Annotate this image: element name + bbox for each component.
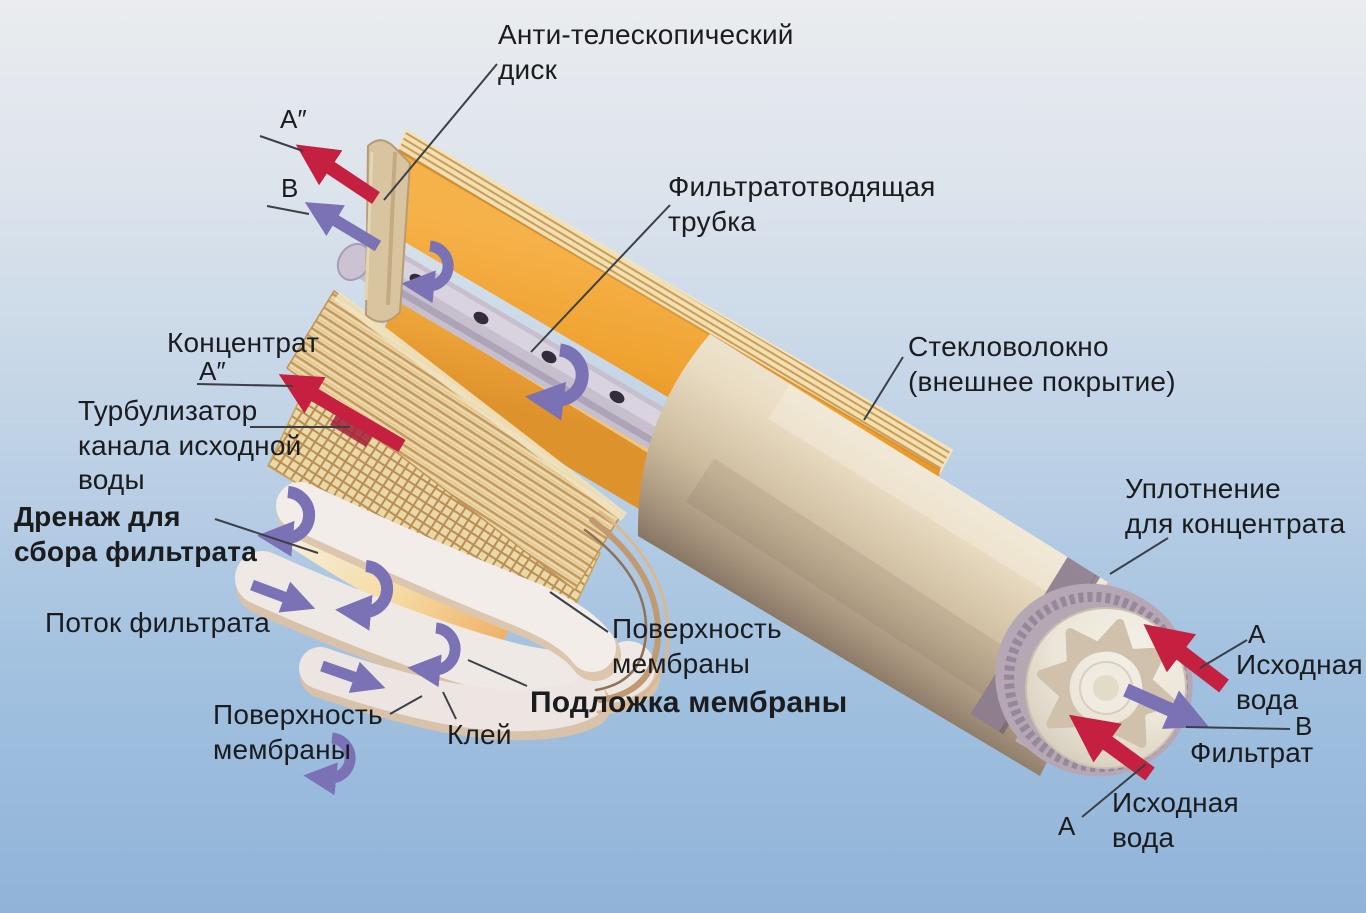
leader-fiberglass (863, 356, 904, 421)
leader-glue (442, 691, 457, 720)
leader-drainage (214, 518, 319, 554)
leader-anti-disk (383, 63, 498, 201)
leader-mark-b-top (266, 205, 310, 215)
feed-arrow-top-icon (1143, 624, 1229, 693)
leader-filtrate-tube (530, 204, 671, 353)
filtrate-spiral-arrow-icon (401, 240, 589, 421)
leader-feed-bottom (1081, 763, 1147, 818)
feed-spacer-stack (286, 289, 628, 592)
label-feed-water-right: Исходная вода (1236, 649, 1363, 715)
label-mark-b-filtrate: В (1295, 711, 1313, 741)
leader-seal (1109, 537, 1169, 575)
label-mark-a-feed-bottom: А (1058, 811, 1076, 841)
anti-telescoping-disk (336, 139, 412, 323)
concentrate-arrow-icon (278, 374, 406, 453)
label-feed-water-bottom: Исходная вода (1112, 787, 1239, 853)
label-filtrate-flow: Поток фильтрата (45, 607, 271, 638)
label-filtrate-tube: Фильтратотводящая трубка (668, 171, 936, 237)
leader-lines (196, 63, 1291, 818)
label-mark-a-out-top: А″ (280, 104, 307, 134)
label-anti-telescoping-disk: Анти-телескопический диск (498, 19, 794, 85)
label-filtrate-right: Фильтрат (1190, 737, 1314, 768)
filtrate-out-arrow-icon (304, 202, 382, 252)
label-concentrate: Концентрат (167, 327, 320, 358)
leader-backing (467, 659, 528, 687)
label-turbulizer: Турбулизатор канала исходной воды (78, 395, 302, 496)
leader-surface-mid (549, 591, 609, 633)
label-membrane-surface-left: Поверхность мембраны (213, 699, 383, 765)
leader-concentrate-mark (196, 383, 294, 387)
label-concentrate-mark: А″ (199, 356, 226, 386)
leader-filtrate-right (1185, 726, 1291, 730)
label-membrane-backing: Подложка мембраны (530, 686, 848, 719)
label-drainage: Дренаж для сбора фильтрата (14, 501, 257, 567)
label-glue: Клей (447, 719, 512, 750)
leader-surface-left (389, 695, 423, 715)
label-fiberglass: Стекловолокно (внешнее покрытие) (908, 331, 1176, 397)
filtrate-flow-arrow-icon (250, 486, 461, 796)
leader-mark-a-top (259, 135, 304, 152)
leader-feed-right (1199, 639, 1248, 669)
label-concentrate-seal: Уплотнение для концентрата (1125, 473, 1346, 539)
concentrate-out-arrow-icon (295, 144, 380, 204)
label-mark-b-out-top: В (281, 173, 299, 203)
label-membrane-surface-mid: Поверхность мембраны (612, 613, 782, 679)
label-mark-a-feed-right: А (1248, 619, 1266, 649)
filtrate-arrow-cap-icon (1123, 683, 1209, 729)
